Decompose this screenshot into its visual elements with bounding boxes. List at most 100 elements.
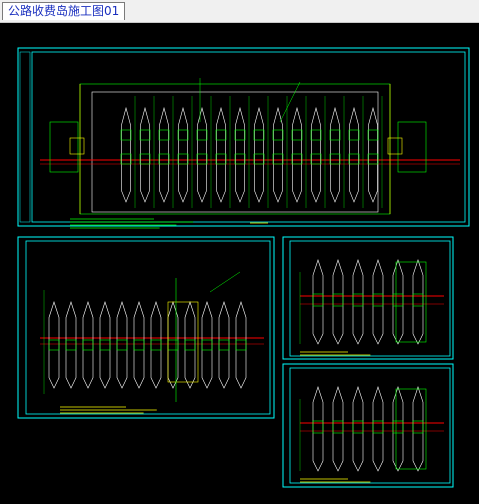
- toll-booth: [348, 153, 360, 165]
- toll-island: [352, 386, 364, 472]
- toll-booth: [133, 339, 145, 351]
- toll-island: [332, 259, 344, 345]
- toll-island: [167, 301, 179, 389]
- toll-island: [312, 259, 324, 345]
- toll-booth: [367, 153, 379, 165]
- toll-booth: [332, 420, 344, 434]
- toll-booth: [48, 339, 60, 351]
- entry-detail-right: [387, 137, 403, 155]
- toll-booth: [139, 153, 151, 165]
- toll-island: [412, 259, 424, 345]
- toll-booth: [177, 129, 189, 141]
- toll-booth: [367, 129, 379, 141]
- toll-booth: [215, 129, 227, 141]
- cad-canvas[interactable]: [0, 22, 479, 504]
- toll-booth: [196, 129, 208, 141]
- toll-booth: [235, 339, 247, 351]
- toll-booth: [352, 420, 364, 434]
- toll-island: [311, 106, 321, 203]
- toll-island: [178, 106, 188, 203]
- toll-booth: [291, 129, 303, 141]
- toll-booth: [65, 339, 77, 351]
- toll-booth: [372, 293, 384, 307]
- entry-structure-right: [397, 121, 427, 173]
- equipment-zone: [395, 261, 427, 343]
- toll-island: [330, 106, 340, 203]
- toll-island: [392, 259, 404, 345]
- toll-booth: [329, 129, 341, 141]
- toll-booth: [139, 129, 151, 141]
- toll-island: [372, 259, 384, 345]
- toll-booth: [372, 420, 384, 434]
- toll-booth: [177, 153, 189, 165]
- entry-structure-left: [49, 121, 79, 173]
- toll-booth: [310, 153, 322, 165]
- toll-booth: [312, 293, 324, 307]
- toll-booth: [253, 153, 265, 165]
- toll-island: [412, 386, 424, 472]
- toll-booth: [82, 339, 94, 351]
- toll-island: [312, 386, 324, 472]
- toll-booth: [253, 129, 265, 141]
- leader-line: [279, 81, 301, 123]
- toll-booth: [392, 293, 404, 307]
- toll-island: [133, 301, 145, 389]
- left-detail-sheet: [17, 236, 275, 419]
- toll-island: [197, 106, 207, 203]
- toll-island: [352, 259, 364, 345]
- toll-island: [116, 301, 128, 389]
- toll-booth: [291, 153, 303, 165]
- toll-booth: [120, 153, 132, 165]
- right-bottom-detail-sheet: [282, 363, 454, 488]
- toll-island: [349, 106, 359, 203]
- toll-booth: [234, 153, 246, 165]
- toll-island: [184, 301, 196, 389]
- toll-booth: [158, 153, 170, 165]
- toll-booth: [196, 153, 208, 165]
- tab-drawing[interactable]: 公路收费岛施工图01: [2, 2, 126, 20]
- toll-booth: [312, 420, 324, 434]
- canopy-outline: [91, 91, 379, 213]
- toll-booth: [329, 153, 341, 165]
- toll-booth: [167, 339, 179, 351]
- toll-island: [82, 301, 94, 389]
- toll-booth: [116, 339, 128, 351]
- highlighted-island-group: [167, 301, 199, 383]
- toll-booth: [310, 129, 322, 141]
- toll-island: [235, 301, 247, 389]
- toll-island: [121, 106, 131, 203]
- toll-booth: [412, 420, 424, 434]
- toll-booth: [392, 420, 404, 434]
- toll-island: [159, 106, 169, 203]
- toll-booth: [272, 153, 284, 165]
- toll-island: [140, 106, 150, 203]
- toll-island: [332, 386, 344, 472]
- toll-booth: [412, 293, 424, 307]
- main-plan-sheet: [17, 47, 470, 229]
- toll-booth: [99, 339, 111, 351]
- toll-island: [235, 106, 245, 203]
- toll-island: [218, 301, 230, 389]
- toll-booth: [150, 339, 162, 351]
- toll-booth: [184, 339, 196, 351]
- toll-booth: [272, 129, 284, 141]
- toll-island: [292, 106, 302, 203]
- toll-booth: [215, 153, 227, 165]
- toll-island: [392, 386, 404, 472]
- toll-booth: [352, 293, 364, 307]
- toll-booth: [234, 129, 246, 141]
- toll-booth: [332, 293, 344, 307]
- toll-booth: [120, 129, 132, 141]
- plaza-outline: [79, 83, 391, 215]
- tab-bar: 公路收费岛施工图01: [0, 0, 479, 23]
- toll-island: [216, 106, 226, 203]
- toll-island: [254, 106, 264, 203]
- toll-island: [273, 106, 283, 203]
- toll-island: [48, 301, 60, 389]
- toll-island: [65, 301, 77, 389]
- toll-island: [372, 386, 384, 472]
- toll-booth: [348, 129, 360, 141]
- toll-island: [201, 301, 213, 389]
- toll-island: [150, 301, 162, 389]
- leader-line: [209, 271, 241, 293]
